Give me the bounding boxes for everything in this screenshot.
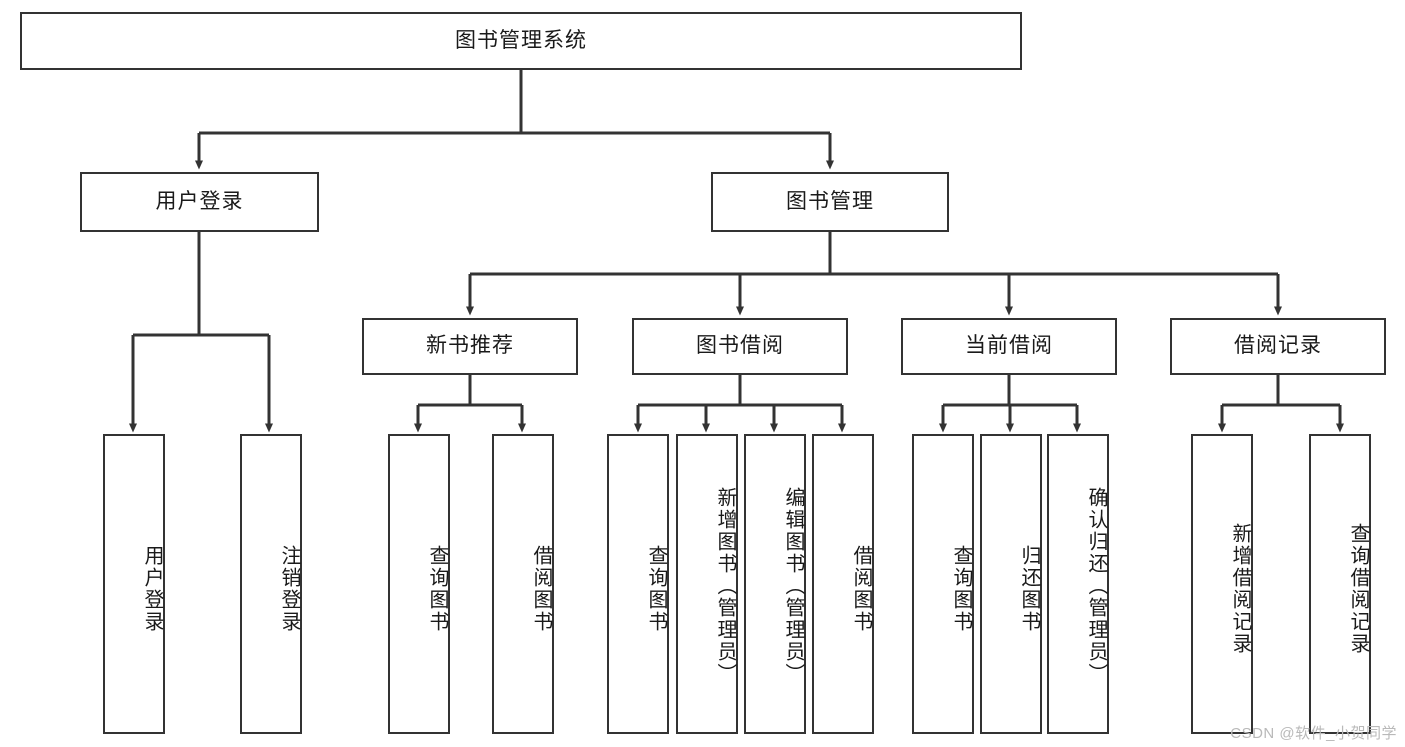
leaf-borrow-record-add-record[interactable]: 新增借阅记录	[1191, 434, 1253, 734]
node-new-book-recommend[interactable]: 新书推荐	[362, 318, 578, 375]
leaf-book-borrow-borrow-book[interactable]: 借阅图书	[812, 434, 874, 734]
leaf-current-borrow-confirm-return-admin[interactable]: 确认归还（管理员）	[1047, 434, 1109, 734]
node-root-book-management-system[interactable]: 图书管理系统	[20, 12, 1022, 70]
leaf-user-login-login[interactable]: 用户登录	[103, 434, 165, 734]
leaf-current-borrow-return-book[interactable]: 归还图书	[980, 434, 1042, 734]
leaf-book-borrow-edit-book-admin[interactable]: 编辑图书（管理员）	[744, 434, 806, 734]
node-book-management[interactable]: 图书管理	[711, 172, 949, 232]
node-borrow-record[interactable]: 借阅记录	[1170, 318, 1386, 375]
node-current-borrow[interactable]: 当前借阅	[901, 318, 1117, 375]
leaf-new-book-borrow-book[interactable]: 借阅图书	[492, 434, 554, 734]
leaf-current-borrow-query-book[interactable]: 查询图书	[912, 434, 974, 734]
leaf-borrow-record-query-record[interactable]: 查询借阅记录	[1309, 434, 1371, 734]
node-user-login[interactable]: 用户登录	[80, 172, 319, 232]
leaf-book-borrow-add-book-admin[interactable]: 新增图书（管理员）	[676, 434, 738, 734]
csdn-watermark: CSDN @软件_小贺同学	[1230, 725, 1397, 742]
leaf-book-borrow-query-book[interactable]: 查询图书	[607, 434, 669, 734]
leaf-user-login-logout[interactable]: 注销登录	[240, 434, 302, 734]
node-book-borrow[interactable]: 图书借阅	[632, 318, 848, 375]
leaf-new-book-query-book[interactable]: 查询图书	[388, 434, 450, 734]
